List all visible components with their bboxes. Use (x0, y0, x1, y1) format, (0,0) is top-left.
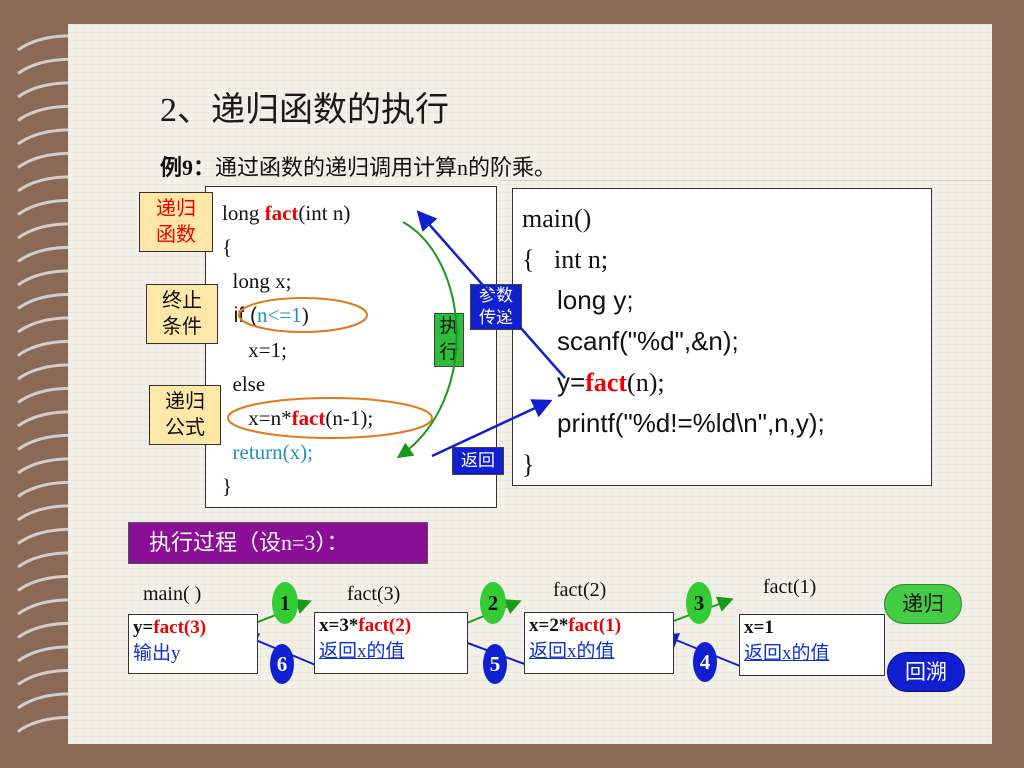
step-6: 6 (270, 644, 294, 684)
label-execute: 执行 (434, 313, 464, 367)
label-recursive-formula: 递归公式 (149, 385, 221, 445)
fact-line-8: return(x); (222, 440, 313, 464)
main-code-box (512, 188, 932, 486)
legend-recursion: 递归 (884, 584, 962, 624)
main-line-6: printf("%d!=%ld\n",n,y); (557, 408, 825, 438)
step-2: 2 (480, 582, 506, 624)
example-description: 例9：通过函数的递归调用计算n的阶乘。 (160, 150, 556, 182)
example-prefix: 例9： (160, 155, 216, 180)
stage-name-main: main( ) (143, 583, 202, 605)
divider-line (500, 180, 992, 181)
label-stop-condition: 终止条件 (146, 284, 218, 344)
step-3: 3 (686, 582, 712, 624)
main-line-4: scanf("%d",&n); (557, 326, 739, 356)
stage-box-fact2: x=2*fact(1)返回x的值 (524, 612, 674, 674)
step-1: 1 (272, 582, 298, 624)
return-arrow (431, 399, 553, 458)
recursive-formula-highlight (227, 397, 433, 439)
main-line-3: long y; (557, 285, 634, 315)
main-code: main() { int n; long y; scanf("%d",&n); … (522, 198, 825, 485)
fact-line-2: { (222, 235, 233, 259)
label-return: 返回 (452, 447, 504, 475)
example-suffix: 的阶乘。 (468, 155, 557, 180)
step-5: 5 (483, 644, 507, 684)
page-title: 2、递归函数的执行 (160, 92, 449, 129)
label-param-pass: 参数传递 (470, 284, 522, 330)
legend-backtrack: 回溯 (887, 652, 965, 692)
fact-code: long fact(int n){ long x; if (n<=1) x=1;… (222, 196, 373, 503)
execute-arc (396, 221, 458, 459)
stop-condition-highlight (238, 297, 368, 333)
param-arrow (416, 210, 566, 379)
stage-name-fact2: fact(2) (553, 579, 607, 601)
example-text: 通过函数的递归调用计算 (215, 155, 458, 180)
stage-name-fact1: fact(1) (763, 576, 817, 598)
fact-line-3: long x; (222, 269, 292, 293)
stage-box-main: y=fact(3)输出y (128, 614, 258, 674)
label-recursive-function: 递归函数 (139, 192, 213, 252)
main-line-1: main() (522, 204, 592, 233)
fact-line-1: long fact(int n) (222, 201, 351, 225)
stage-name-fact3: fact(3) (347, 583, 401, 605)
fact-line-7: x=n*fact(n-1); (222, 406, 374, 430)
main-line-2: { int n; (522, 245, 609, 274)
stage-box-fact3: x=3*fact(2)返回x的值 (314, 612, 468, 674)
fact-line-6: else (222, 372, 266, 396)
execution-process-heading: 执行过程（设n=3）： (128, 522, 428, 564)
example-n: n (457, 155, 469, 180)
step-4: 4 (693, 642, 717, 682)
fact-line-9: } (222, 474, 233, 498)
main-line-7: } (522, 450, 535, 479)
main-line-5: y=fact(n); (557, 367, 665, 397)
fact-line-5: x=1; (222, 338, 287, 362)
